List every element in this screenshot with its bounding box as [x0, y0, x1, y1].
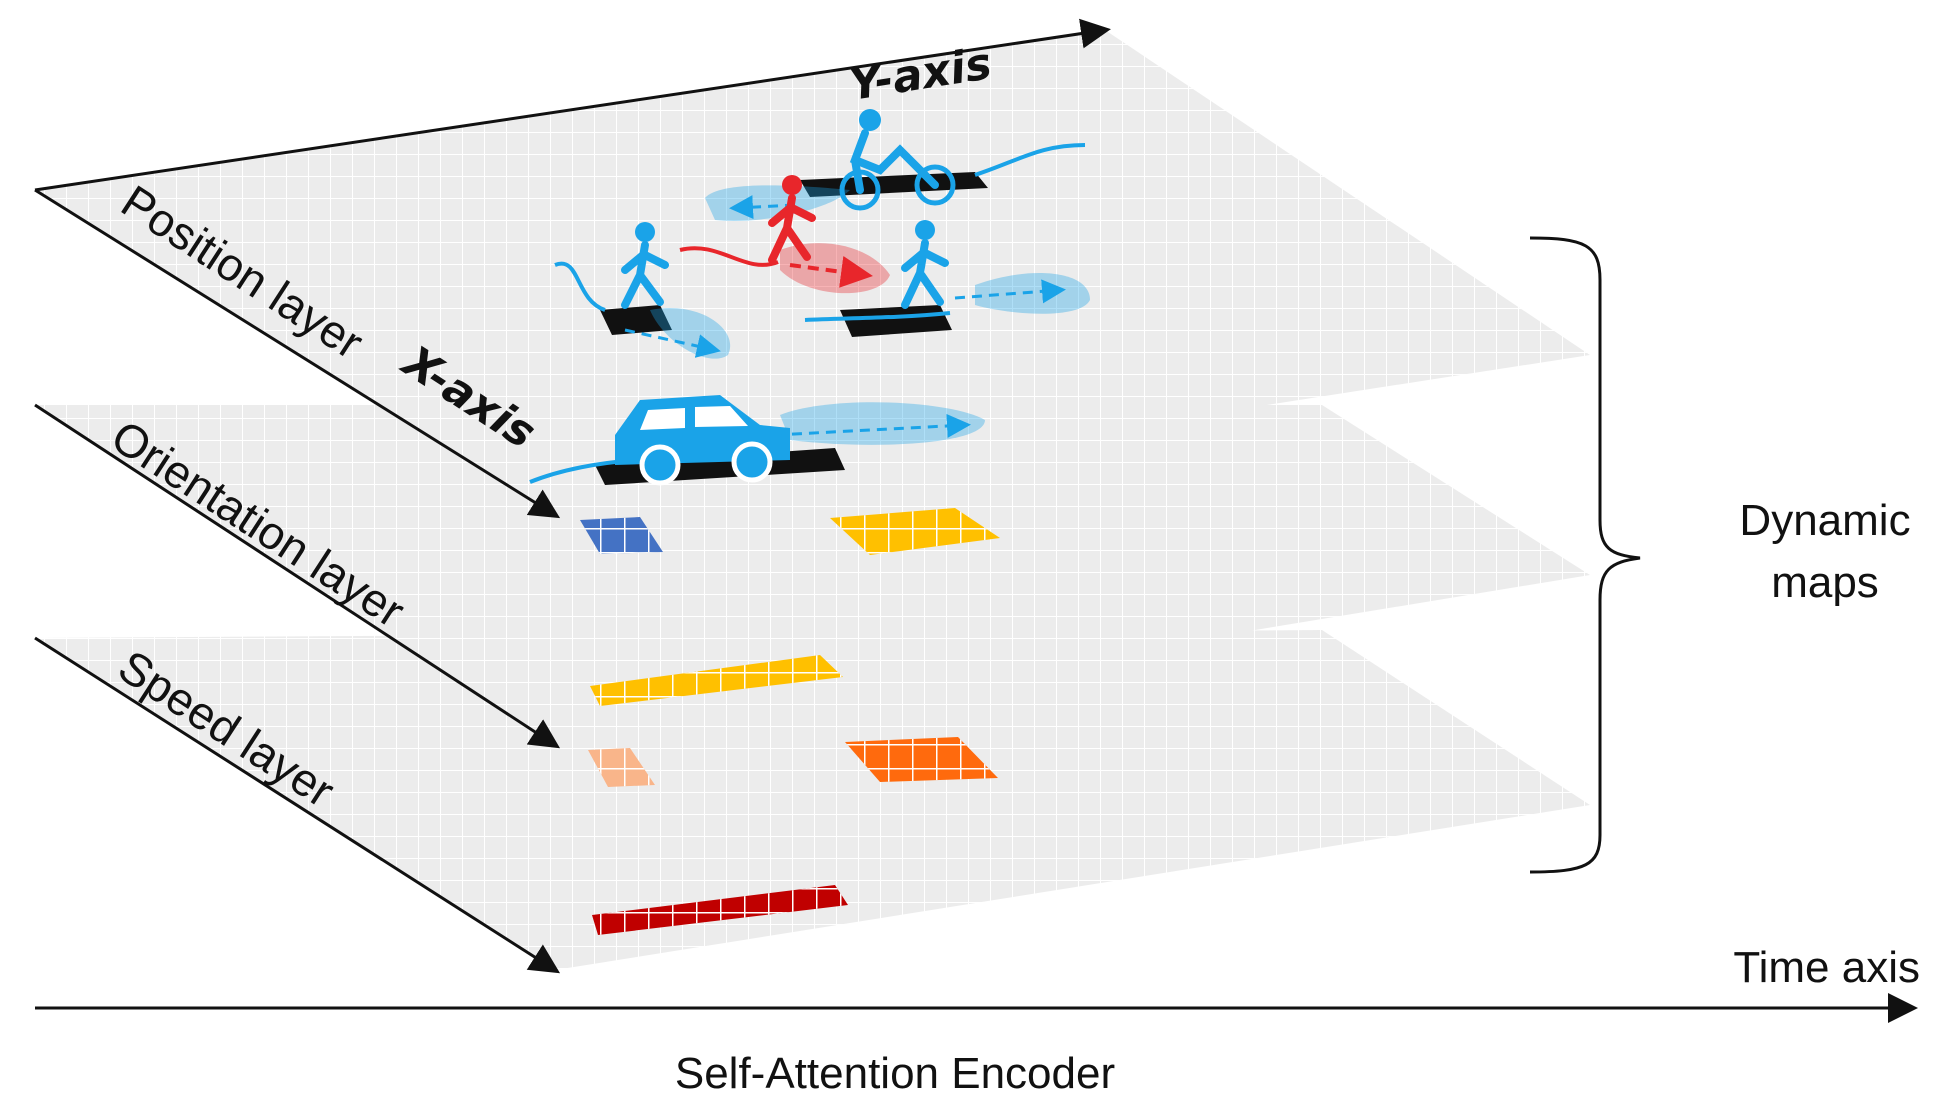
encoder-label: Self-Attention Encoder	[675, 1049, 1115, 1098]
agents	[615, 109, 956, 486]
car-icon	[615, 395, 790, 486]
pedestrian-icon	[901, 220, 949, 309]
position-layer-y-edge	[34, 18, 1111, 192]
position-layer: Position layer X-axis Y-axis	[34, 18, 1590, 519]
cyclist-icon	[839, 109, 956, 211]
dynamic-maps-label-line1: Dynamic	[1739, 496, 1910, 545]
time-axis-label: Time axis	[1733, 943, 1920, 992]
speed-layer-x-edge	[34, 636, 561, 974]
dynamic-maps-bracket	[1529, 236, 1641, 874]
trajectories	[529, 143, 1086, 484]
pedestrian-icon	[621, 222, 669, 309]
pedestrian-target-icon	[768, 175, 816, 264]
orientation-layer-plane	[35, 405, 1590, 745]
position-layer-x-edge	[34, 188, 561, 519]
dynamic-maps-label-line2: maps	[1771, 558, 1879, 607]
orientation-layer-x-edge	[34, 403, 561, 749]
position-layer-plane	[35, 30, 1590, 515]
